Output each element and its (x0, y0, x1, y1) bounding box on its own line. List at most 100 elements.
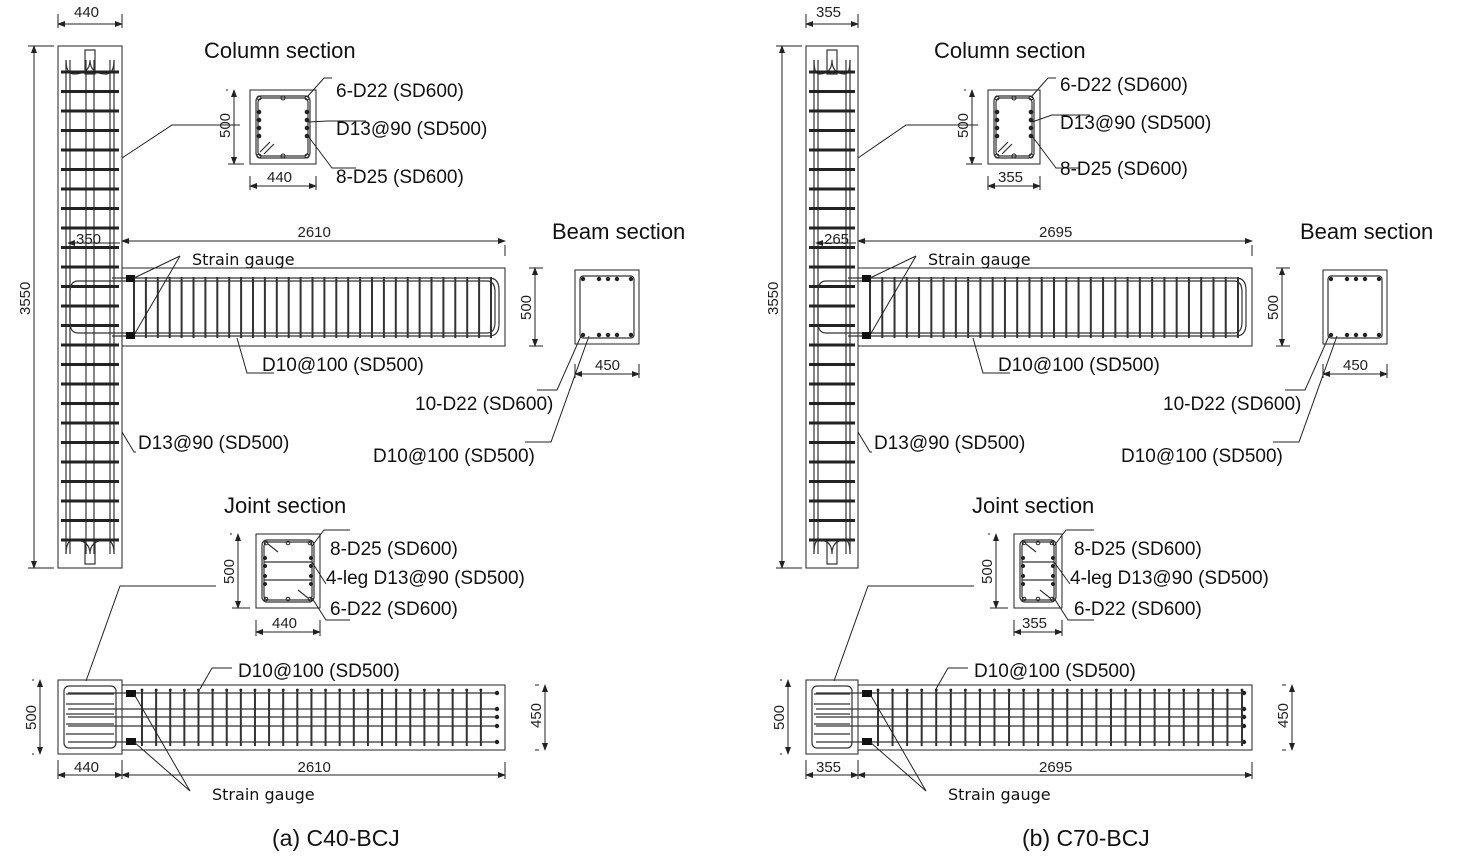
stirrup-dot (182, 688, 186, 692)
beam-stirrup-leader (236, 337, 274, 374)
d22-bar (256, 153, 262, 159)
d22-bar (614, 332, 620, 338)
stirrup-dot (366, 688, 370, 692)
d22-bar (1028, 153, 1034, 159)
d22-bar (256, 95, 262, 101)
stirrup-dot (225, 688, 229, 692)
column-tie-leader (121, 431, 136, 453)
beam-stirrup-leader (972, 337, 1010, 374)
beam-section-width-label: 450 (1343, 357, 1368, 374)
stirrup-dot (1065, 688, 1069, 692)
d22-bar (285, 596, 291, 602)
d22-bar (1376, 276, 1382, 282)
d22-bar (1021, 596, 1027, 602)
d22-bar (1049, 540, 1055, 546)
beam-outline (122, 267, 506, 347)
d25-bar (263, 574, 267, 578)
callout-leader (525, 335, 590, 443)
beam-longitudinal-bar (848, 277, 1247, 337)
column-section-height-dimension (226, 89, 244, 165)
strain-gauge-leader (133, 255, 181, 336)
stirrup-dot (1240, 688, 1244, 692)
panel-caption: (a) C40-BCJ (272, 825, 400, 851)
d22-bar (1376, 332, 1382, 338)
plan-stirrup-label: D10@100 (SD500) (238, 661, 400, 682)
callout-leader (1031, 135, 1080, 169)
d22-bar (614, 276, 620, 282)
column-hook-tail (826, 49, 838, 75)
tie-hook (259, 141, 271, 153)
stirrup-dot (451, 688, 455, 692)
stirrup-dot (920, 688, 924, 692)
column-width-label: 440 (74, 4, 99, 21)
joint-section-width-dimension (1013, 620, 1063, 636)
column-section-leader (121, 124, 240, 159)
d22-bar (1011, 95, 1017, 101)
d22-bar (605, 332, 611, 338)
joint-section-outline (255, 533, 321, 609)
plan-column-width-label: 355 (816, 759, 841, 776)
joint-section-outline (1013, 533, 1063, 609)
d25-bar (1051, 556, 1055, 560)
d22-bar (280, 95, 286, 101)
strain-gauge-marker (862, 332, 871, 339)
d25-bar (994, 117, 1000, 123)
stirrup-dot (1051, 688, 1055, 692)
beam-section-outline (1322, 269, 1388, 345)
plan-beam-length-label: 2695 (1039, 759, 1072, 776)
stirrup-dot (963, 688, 967, 692)
d22-bar (1353, 332, 1359, 338)
stirrup-dot (1036, 688, 1040, 692)
d22-bar (263, 540, 269, 546)
plan-beam-width-dimension (535, 684, 548, 751)
column-section-width-label: 355 (998, 169, 1023, 186)
beam-section-callout-stirrup: D10@100 (SD500) (1121, 446, 1283, 467)
column-section-callout-d22: 6-D22 (SD600) (1060, 75, 1188, 96)
joint-section-height-label: 500 (979, 559, 996, 584)
column-tie-label: D13@90 (SD500) (138, 433, 289, 454)
d22-bar (280, 153, 286, 159)
stirrup-dot (380, 688, 384, 692)
column-section-callout-d25: 8-D25 (SD600) (1060, 159, 1188, 180)
beam-section-outline (574, 269, 640, 345)
column-section-height-label: 500 (217, 113, 234, 138)
beam-longitudinal-bar (858, 280, 1243, 334)
beam-section-callout-bars: 10-D22 (SD600) (1163, 394, 1301, 415)
d22-bar (628, 332, 634, 338)
stirrup-dot (1080, 688, 1084, 692)
stirrup-dot (267, 688, 271, 692)
column-height-dimension (776, 45, 802, 569)
plan-beam-length-dimension (857, 762, 1253, 779)
d22-bar (994, 153, 1000, 159)
callout-leader (307, 135, 356, 169)
d25-bar (994, 133, 1000, 139)
d22-bar (1028, 95, 1034, 101)
stirrup-dot (934, 688, 938, 692)
plan-strain-gauge-label: Strain gauge (212, 785, 315, 804)
beam-length-dimension (121, 238, 506, 256)
stirrup-dot (423, 688, 426, 692)
column-tie-leader (857, 431, 872, 453)
d25-bar (309, 556, 313, 560)
strain-gauge-leader (869, 255, 917, 279)
d25-bar (309, 564, 313, 568)
strain-gauge-marker (126, 690, 136, 697)
strain-gauge-marker (126, 275, 135, 282)
d22-bar (1035, 540, 1041, 546)
d25-bar (256, 133, 262, 139)
beam-section-callout-bars: 10-D22 (SD600) (415, 394, 553, 415)
d25-bar (304, 117, 310, 123)
column-section-tie (993, 95, 1035, 159)
d22-bar (1353, 276, 1359, 282)
tie-hook (997, 141, 1009, 153)
column-section-callout-d22: 6-D22 (SD600) (336, 81, 464, 102)
tie-hook (263, 143, 275, 155)
callout-leader (1285, 335, 1330, 391)
d22-bar (1362, 332, 1368, 338)
d25-bar (1051, 574, 1055, 578)
anchor-length-label: 265 (824, 231, 849, 248)
